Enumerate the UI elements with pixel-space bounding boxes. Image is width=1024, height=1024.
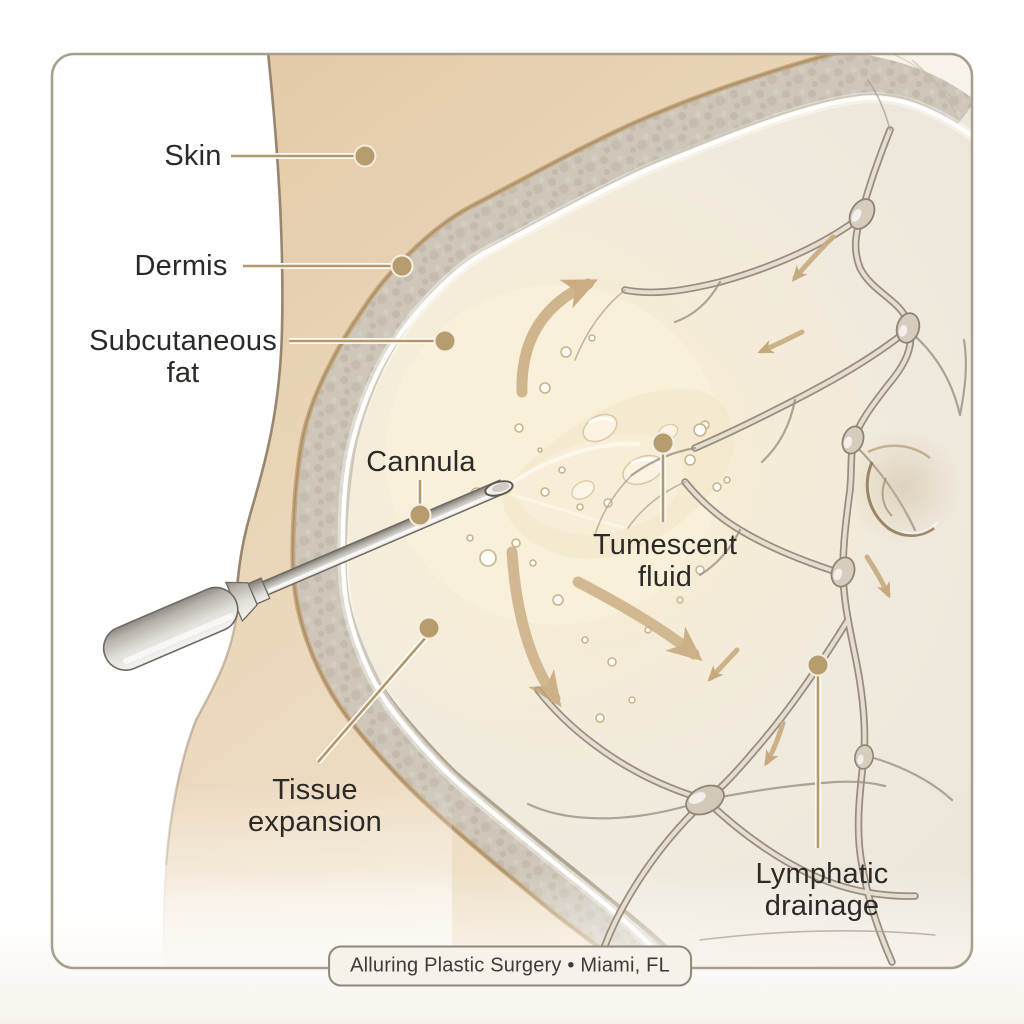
label-dermis-text: Dermis: [134, 250, 228, 282]
navel: [845, 429, 961, 545]
clinic-caption: Alluring Plastic Surgery • Miami, FL: [328, 945, 692, 987]
leader-dot-lymphatic-drainage: [806, 653, 830, 677]
label-skin-text: Skin: [164, 140, 222, 172]
label-cannula: Cannula: [366, 446, 475, 478]
leader-dot-tissue-expansion: [417, 616, 441, 640]
label-subcutaneous-fat: Subcutaneous fat: [89, 325, 277, 389]
label-tissue-expansion-line1: Tissue: [272, 774, 358, 806]
direction-arrows: [506, 234, 891, 767]
annotation-leaders: [231, 144, 830, 848]
leader-dot-skin: [353, 144, 377, 168]
fat-highlight-core: [340, 95, 972, 962]
label-tumescent-fluid-line1: Tumescent: [592, 529, 738, 561]
lymphatic-network: [526, 79, 967, 966]
leader-dot-cannula: [408, 503, 432, 527]
surface-above-band: [845, 54, 972, 98]
leader-dot-tumescent-fluid: [651, 431, 675, 455]
label-tissue-expansion-line2: expansion: [247, 806, 383, 838]
label-subcutaneous-fat-line1: Subcutaneous: [89, 325, 277, 357]
label-tumescent-fluid-line2: fluid: [637, 561, 693, 593]
dermis-band: [290, 54, 972, 968]
label-tissue-expansion: Tissue expansion: [248, 774, 382, 838]
label-cannula-text: Cannula: [366, 446, 476, 478]
leader-dot-subcutaneous-fat: [433, 329, 457, 353]
label-dermis: Dermis: [134, 250, 227, 282]
lymph-nodes: [685, 198, 921, 816]
label-lymphatic-drainage: Lymphatic drainage: [756, 858, 889, 922]
cannula: [102, 479, 514, 671]
label-skin: Skin: [164, 140, 221, 172]
label-lymphatic-drainage-line1: Lymphatic: [755, 858, 889, 890]
skin-layer: [162, 54, 841, 968]
fluid-spray: [466, 334, 734, 723]
surface-vessel-hints: [894, 54, 959, 119]
leader-dot-dermis: [390, 254, 414, 278]
label-tumescent-fluid: Tumescent fluid: [593, 529, 737, 593]
label-subcutaneous-fat-line2: fat: [166, 357, 200, 389]
label-lymphatic-drainage-line2: drainage: [764, 890, 880, 922]
